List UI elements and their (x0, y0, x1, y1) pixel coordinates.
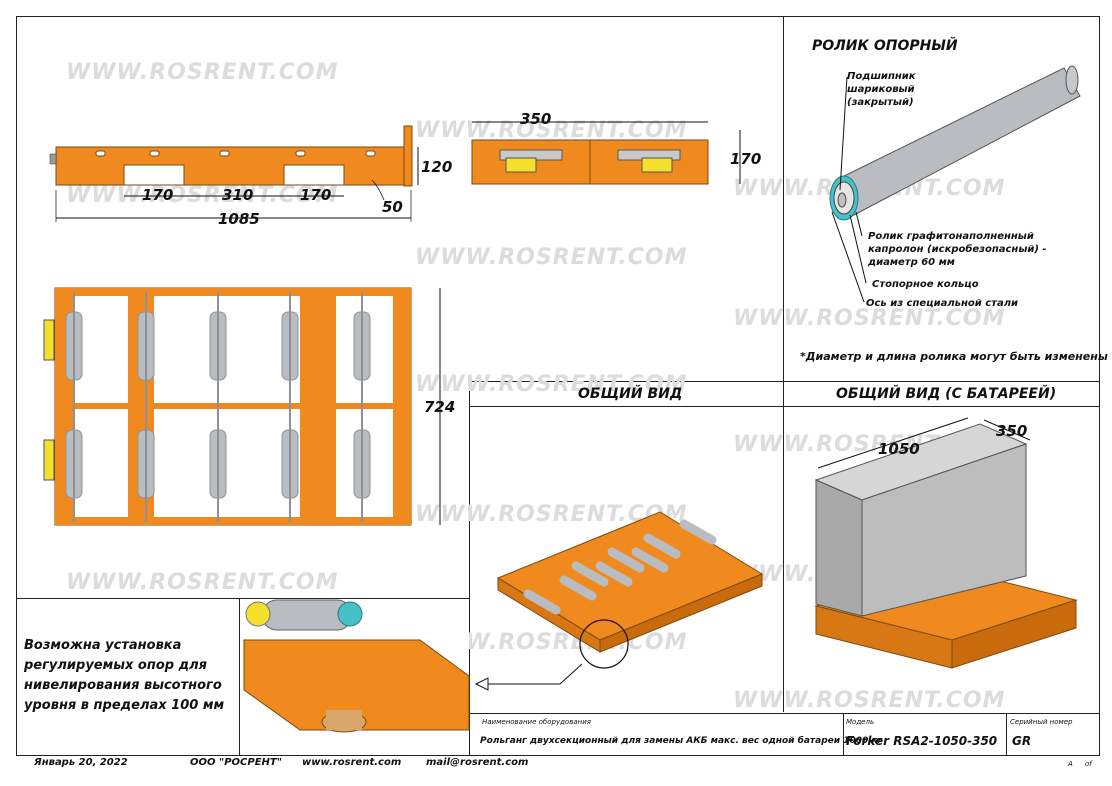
divider-titleblock-serial (1006, 713, 1007, 756)
watermark: WWW.ROSRENT.COM (733, 306, 1006, 331)
roller (631, 547, 669, 573)
roller (571, 561, 609, 587)
drawing-frame (16, 16, 1100, 756)
footer-company: ООО "РОСРЕНТ" (190, 757, 282, 768)
dimension-plan-width: 724 (424, 398, 456, 416)
watermark: WWW.ROSRENT.COM (733, 688, 1006, 713)
watermark: WWW.ROSRENT.COM (415, 372, 688, 397)
roller (679, 519, 717, 545)
divider-views-caption (469, 406, 1100, 407)
title-block-serial-value: GR (1012, 734, 1032, 748)
dimension-gap-2: 310 (222, 186, 254, 204)
roller (607, 547, 645, 573)
title-block-model-value: Forker RSA2-1050-350 (846, 734, 998, 748)
title-block-equipment-value: Рольганг двухсекционный для замены АКБ м… (480, 736, 883, 746)
title-block-equipment-label: Наименование оборудования (482, 718, 591, 726)
general-view-battery-title: ОБЩИЙ ВИД (С БАТАРЕЕЙ) (836, 386, 1057, 402)
watermark: WWW.ROSRENT.COM (66, 60, 339, 85)
watermark: WWW.ROSRENT.COM (66, 570, 339, 595)
dimension-total-length: 1085 (218, 210, 260, 228)
dimension-battery-width: 350 (996, 422, 1028, 440)
callout-roller: Ролик графитонаполненный капролон (искро… (868, 231, 1047, 268)
sheet-of-marker: of (1085, 760, 1092, 768)
watermark: WWW.ROSRENT.COM (415, 245, 688, 270)
dimension-gap-3: 170 (300, 186, 332, 204)
divider-right-column (783, 16, 784, 712)
roller (643, 533, 681, 559)
roller (523, 589, 561, 615)
divider-views-left (469, 381, 470, 756)
callout-ring: Стопорное кольцо (872, 279, 979, 290)
dimension-gap-1: 170 (142, 186, 174, 204)
dimension-end-width: 350 (520, 110, 552, 128)
sheet-size-marker: A (1068, 760, 1073, 768)
divider-titleblock-model (843, 713, 844, 756)
dimension-end-height: 170 (730, 150, 762, 168)
dimension-foot: 50 (382, 198, 403, 216)
callout-bearing: Подшипник шариковый (закрытый) (847, 71, 916, 108)
adjustable-supports-note: Возможна установка регулируемых опор для… (24, 638, 225, 713)
dimension-battery-length: 1050 (878, 440, 920, 458)
footer-date: Январь 20, 2022 (34, 757, 128, 768)
footer-email[interactable]: mail@rosrent.com (426, 757, 529, 768)
roller (559, 575, 597, 601)
title-block-serial-label: Серийный номер (1010, 718, 1073, 726)
divider-titleblock-top (469, 713, 1100, 714)
title-block-model-label: Модель (846, 718, 875, 726)
callout-axle: Ось из специальной стали (866, 298, 1019, 309)
roller-detail-title: РОЛИК ОПОРНЫЙ (812, 38, 958, 54)
divider-note-right (239, 598, 240, 756)
divider-views-header (469, 381, 1100, 382)
divider-note-top (16, 598, 470, 599)
footer-website[interactable]: www.rosrent.com (302, 757, 402, 768)
dimension-height-side: 120 (421, 158, 453, 176)
general-view-title: ОБЩИЙ ВИД (578, 386, 683, 402)
roller-remark: *Диаметр и длина ролика могут быть измен… (800, 350, 1108, 363)
roller (595, 561, 633, 587)
